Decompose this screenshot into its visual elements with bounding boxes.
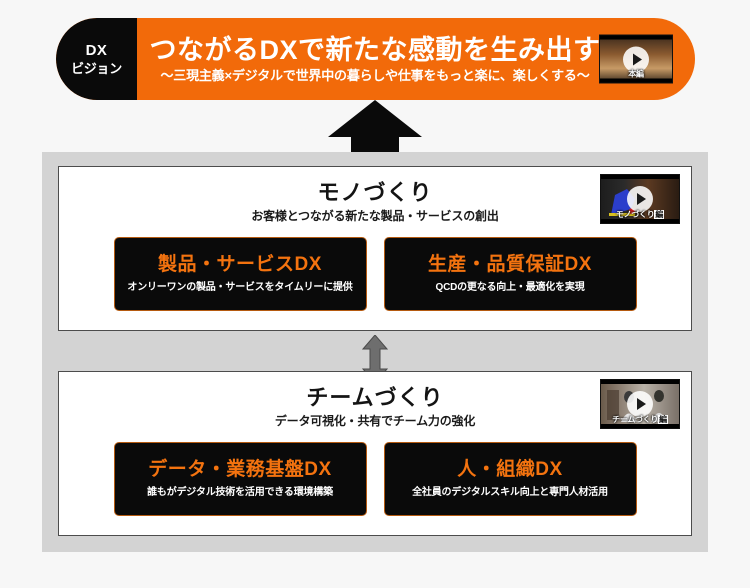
dx-box-title: 人・組織DX xyxy=(457,459,563,480)
dx-vision-badge-line2: ビジョン xyxy=(71,60,122,76)
dx-vision-badge: DX ビジョン xyxy=(56,18,137,100)
video-letterbox-top xyxy=(600,35,672,40)
dx-box-data-platform[interactable]: データ・業務基盤DX 誰もがデジタル技術を活用できる環境構築 xyxy=(113,442,367,516)
dx-box-title: 製品・サービスDX xyxy=(158,254,322,275)
video-thumbnail-teamzukuri[interactable]: チームづくり編 xyxy=(600,379,680,429)
dx-vision-banner: DX ビジョン つながるDXで新たな感動を生み出す 〜三現主義×デジタルで世界中… xyxy=(56,18,695,100)
video-caption-main-text: 本編 xyxy=(628,69,644,79)
dx-box-subtitle: 誰もがデジタル技術を活用できる環境構築 xyxy=(147,487,333,498)
video-caption-teamzukuri: チームづくり編 xyxy=(601,415,679,425)
video-letterbox-bottom xyxy=(601,219,679,223)
dx-vision-subtitle: 〜三現主義×デジタルで世界中の暮らしや仕事をもっと楽に、楽しくする〜 xyxy=(160,67,590,83)
dx-box-product-service[interactable]: 製品・サービスDX オンリーワンの製品・サービスをタイムリーに提供 xyxy=(113,237,367,311)
section-title-monozukuri: モノづくり xyxy=(317,180,433,205)
video-caption-main: 本編 xyxy=(600,70,672,80)
section-header-teamzukuri: チームづくり データ可視化・共有でチーム力の強化 チームづくり編 xyxy=(59,372,691,430)
play-icon[interactable] xyxy=(623,46,649,72)
dx-box-subtitle: オンリーワンの製品・サービスをタイムリーに提供 xyxy=(127,282,353,293)
video-caption-teamzukuri-text: チームづくり xyxy=(612,415,659,424)
video-caption-monozukuri-tag: 編 xyxy=(654,210,665,219)
section-card-teamzukuri: チームづくり データ可視化・共有でチーム力の強化 チームづくり編 xyxy=(58,371,692,536)
video-letterbox-top xyxy=(601,380,679,384)
dx-box-people-organization[interactable]: 人・組織DX 全社員のデジタルスキル向上と専門人材活用 xyxy=(383,442,637,516)
dx-vision-text: つながるDXで新たな感動を生み出す 〜三現主義×デジタルで世界中の暮らしや仕事を… xyxy=(137,34,695,85)
section-subtitle-monozukuri: お客様とつながる新たな製品・サービスの創出 xyxy=(251,209,499,223)
dx-box-title: 生産・品質保証DX xyxy=(428,254,592,275)
video-scene-monozukuri xyxy=(601,175,679,223)
video-caption-monozukuri: モノづくり編 xyxy=(601,210,679,220)
video-caption-teamzukuri-tag: 編 xyxy=(658,415,668,424)
dx-box-subtitle: 全社員のデジタルスキル向上と専門人材活用 xyxy=(412,487,608,498)
dx-box-row-teamzukuri: データ・業務基盤DX 誰もがデジタル技術を活用できる環境構築 人・組織DX 全社… xyxy=(59,442,691,516)
video-letterbox-bottom xyxy=(601,424,679,428)
video-thumbnail-main[interactable]: 本編 xyxy=(599,34,673,84)
section-header-monozukuri: モノづくり お客様とつながる新たな製品・サービスの創出 モノづくり編 xyxy=(59,167,691,225)
play-icon[interactable] xyxy=(627,186,653,212)
video-caption-monozukuri-text: モノづくり xyxy=(615,210,655,219)
dx-box-subtitle: QCDの更なる向上・最適化を実現 xyxy=(435,282,585,293)
dx-vision-title: つながるDXで新たな感動を生み出す xyxy=(149,34,601,65)
video-letterbox-top xyxy=(601,175,679,179)
dx-vision-badge-line1: DX xyxy=(85,41,108,59)
arrow-up-icon xyxy=(328,100,422,152)
dx-box-row-monozukuri: 製品・サービスDX オンリーワンの製品・サービスをタイムリーに提供 生産・品質保… xyxy=(59,237,691,311)
dx-box-title: データ・業務基盤DX xyxy=(148,459,332,480)
video-thumbnail-monozukuri[interactable]: モノづくり編 xyxy=(600,174,680,224)
section-title-teamzukuri: チームづくり xyxy=(306,385,444,410)
video-letterbox-bottom xyxy=(600,78,672,83)
section-subtitle-teamzukuri: データ可視化・共有でチーム力の強化 xyxy=(274,414,476,428)
play-icon[interactable] xyxy=(627,391,653,417)
dx-strategy-panel: モノづくり お客様とつながる新たな製品・サービスの創出 モノづくり編 xyxy=(42,152,708,552)
section-card-monozukuri: モノづくり お客様とつながる新たな製品・サービスの創出 モノづくり編 xyxy=(58,166,692,331)
dx-box-production-quality[interactable]: 生産・品質保証DX QCDの更なる向上・最適化を実現 xyxy=(383,237,637,311)
